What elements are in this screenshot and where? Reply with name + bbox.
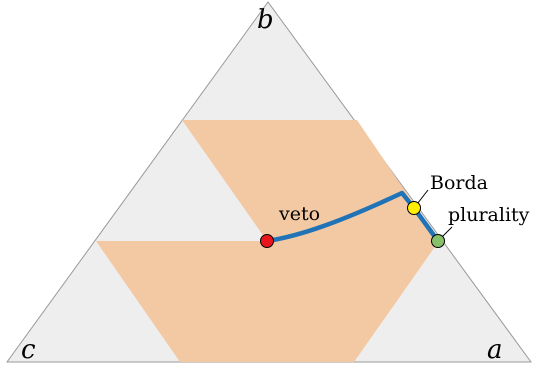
plurality-label: plurality — [448, 204, 530, 226]
veto-point — [260, 234, 274, 248]
plurality-point — [431, 234, 445, 248]
rule-path-curve — [264, 190, 441, 244]
borda-point — [407, 201, 421, 215]
veto-label: veto — [278, 203, 320, 225]
vertex-label-bottom-right: a — [487, 335, 503, 365]
vertex-label-bottom-left: c — [21, 335, 36, 365]
vertex-label-top: b — [257, 5, 274, 35]
borda-label: Borda — [430, 172, 488, 194]
